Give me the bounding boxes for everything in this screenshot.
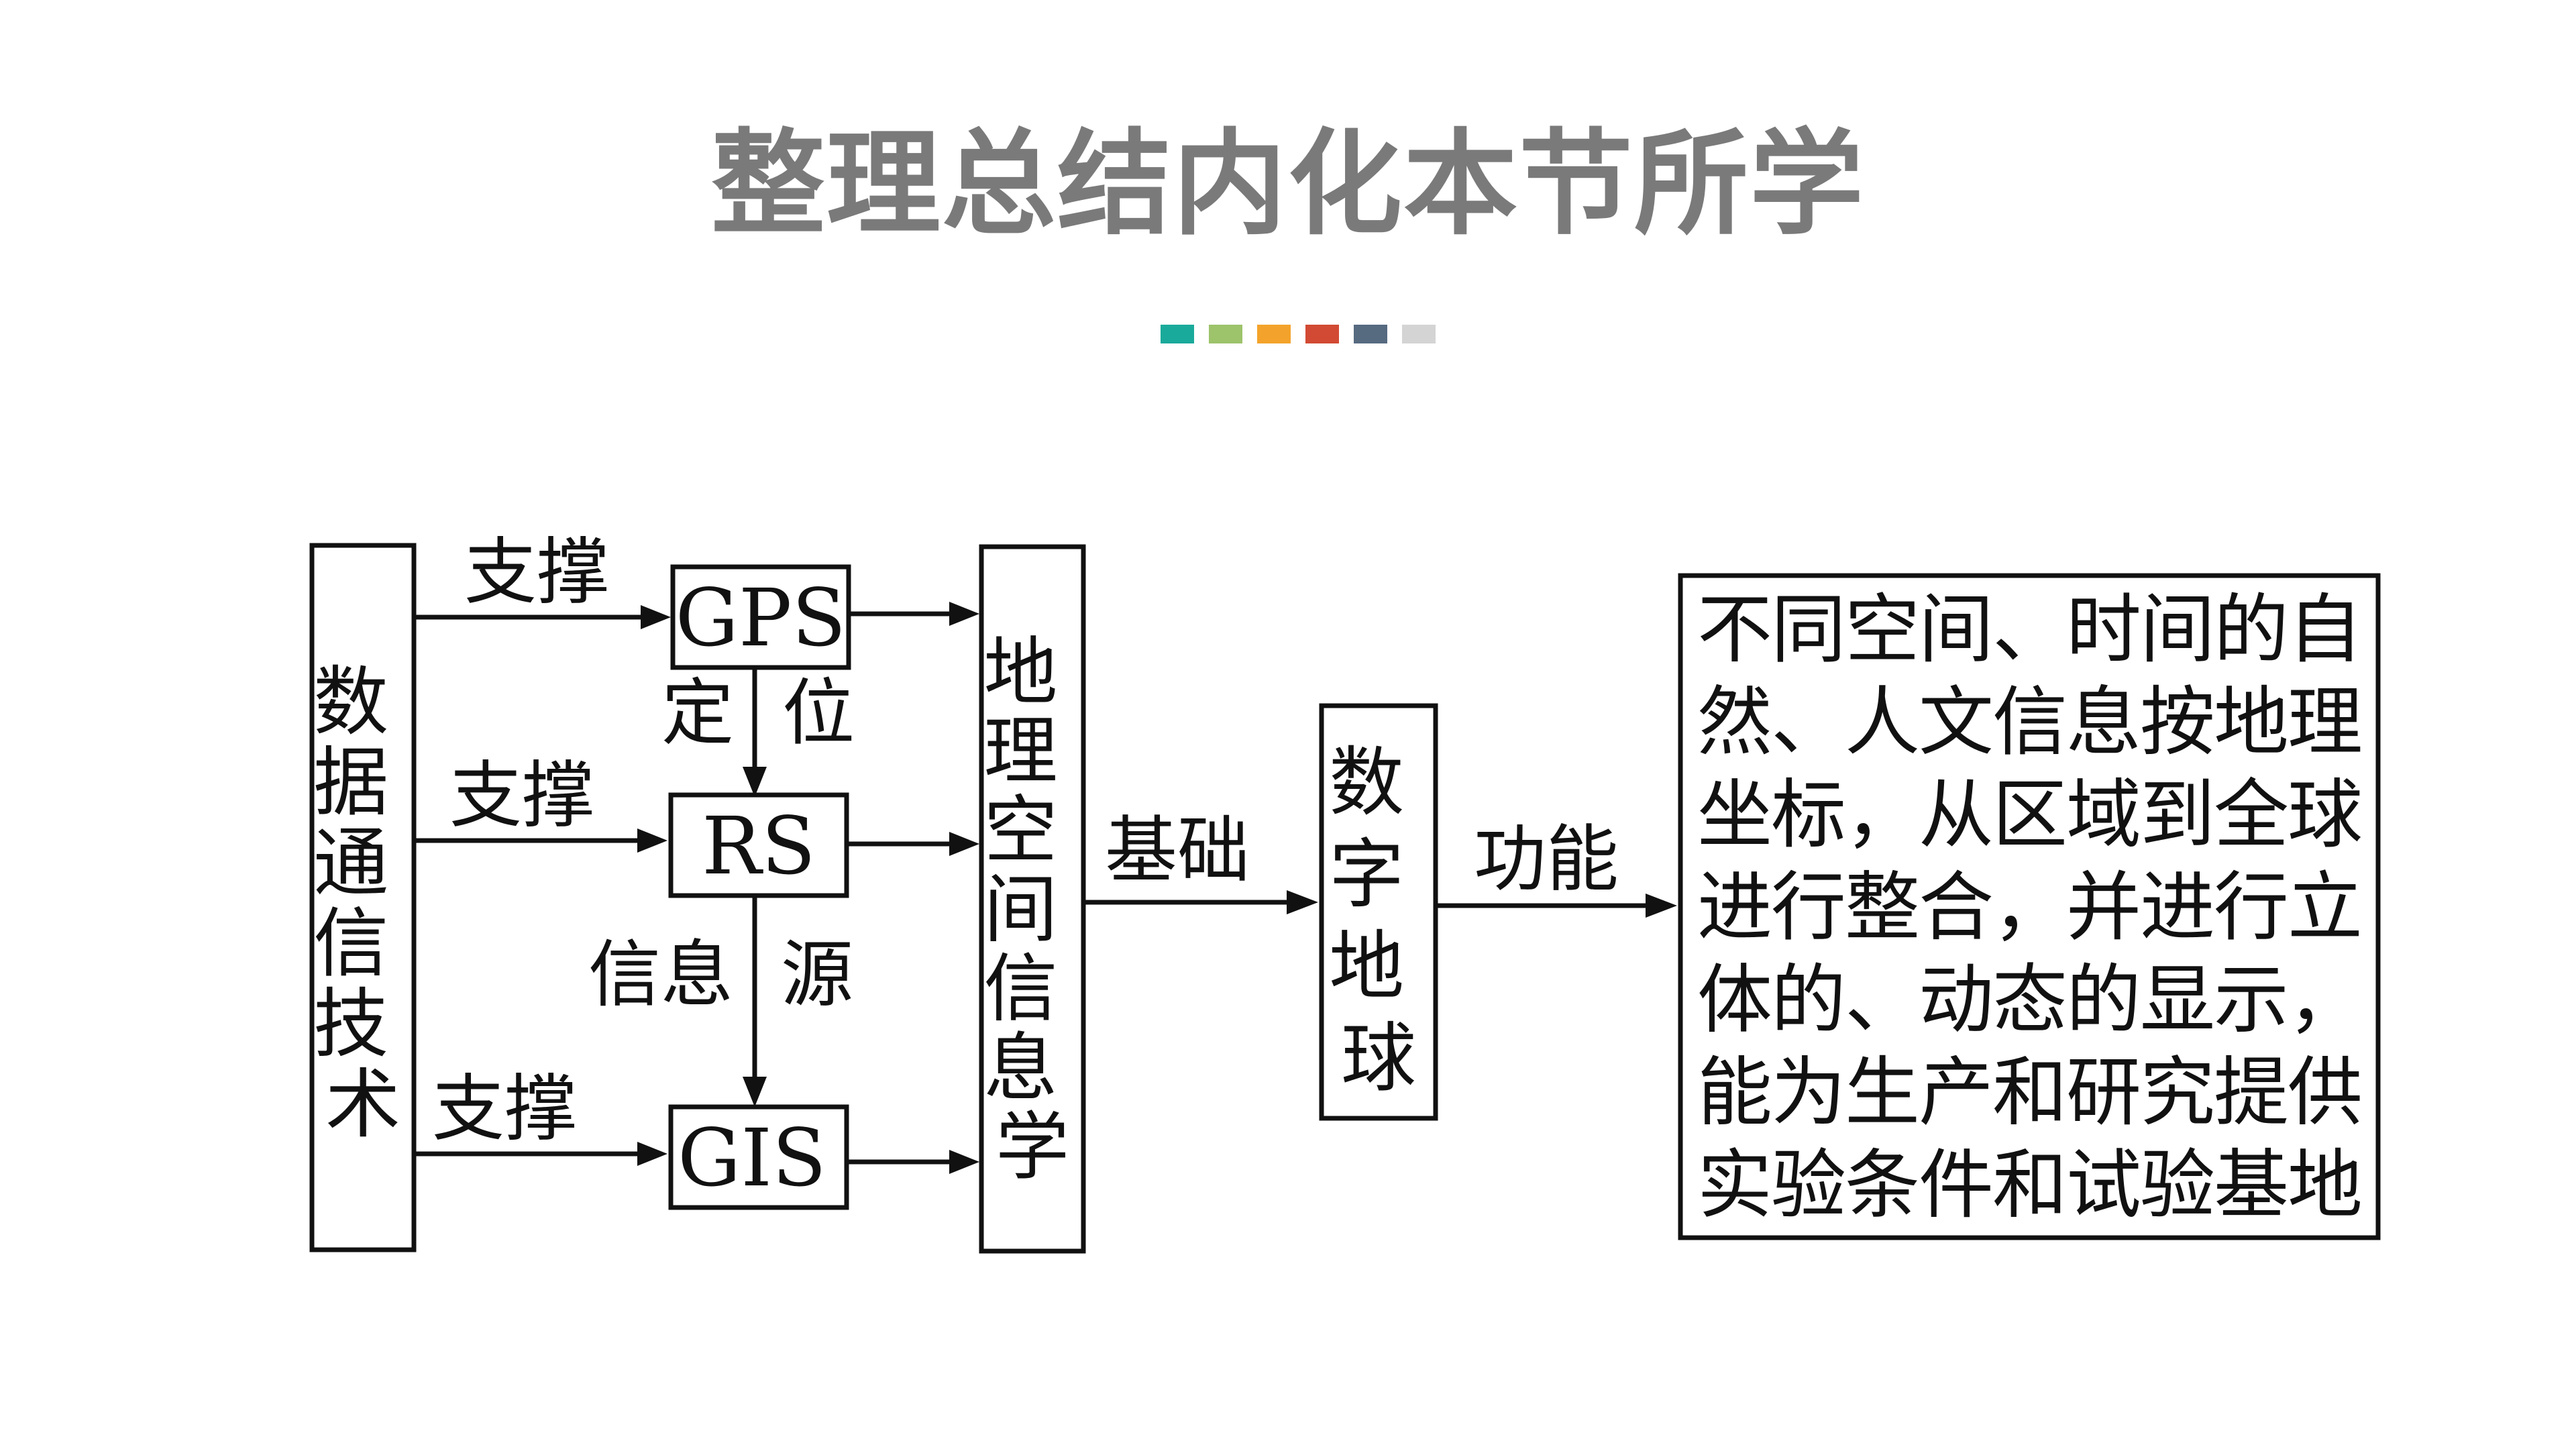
- digital-earth-char-2: 地: [1329, 923, 1404, 1010]
- color-swatch-bar: [1161, 325, 1436, 343]
- data-comm-box: [309, 543, 417, 1252]
- swatch-green: [1209, 325, 1242, 343]
- digital-earth-char-3: 球: [1341, 1015, 1416, 1102]
- positioning-label-1: 定: [661, 672, 734, 755]
- support-arrowhead-rs: [637, 828, 667, 853]
- gps-box: [670, 564, 851, 670]
- geo-info-char-3: 间: [984, 867, 1058, 953]
- support-label-rs: 支撑: [449, 754, 594, 838]
- data-comm-label: 数 据 通 信 技 术: [313, 659, 413, 1148]
- geo-info-char-5: 息: [984, 1025, 1058, 1111]
- support-label-gis: 支撑: [432, 1067, 577, 1151]
- data-comm-char-3: 信: [313, 900, 388, 987]
- digital-earth-char-1: 字: [1329, 831, 1404, 918]
- base-arrowhead: [1287, 890, 1318, 914]
- description-text: 不同空间、时间的自然、人文信息按地理坐标，从区域到全球进行整合，并进行立体的、动…: [1697, 586, 2363, 1229]
- gis-to-geo-arrowhead: [949, 1150, 979, 1174]
- swatch-gray: [1402, 325, 1436, 343]
- positioning-arrowhead: [743, 767, 767, 797]
- gps-label: GPS: [676, 572, 847, 664]
- data-comm-char-0: 数: [313, 659, 388, 746]
- geo-info-char-1: 理: [984, 708, 1058, 794]
- digital-earth-char-0: 数: [1329, 739, 1404, 826]
- data-comm-char-2: 通: [313, 820, 388, 907]
- rs-label: RS: [702, 800, 816, 892]
- page-title: 整理总结内化本节所学: [710, 118, 1865, 251]
- info-source-arrowhead: [743, 1077, 767, 1107]
- geo-info-box: [979, 544, 1086, 1254]
- digital-earth-label: 数 字 地 球: [1329, 739, 1428, 1102]
- data-comm-char-1: 据: [313, 739, 388, 826]
- data-comm-char-5: 术: [325, 1061, 400, 1148]
- gis-box: [668, 1104, 849, 1210]
- digital-earth-box: [1319, 703, 1438, 1121]
- swatch-slate: [1354, 325, 1387, 343]
- base-label: 基础: [1105, 809, 1250, 893]
- geo-info-char-6: 学: [996, 1104, 1069, 1190]
- swatch-red: [1305, 325, 1339, 343]
- description-box: [1678, 573, 2381, 1240]
- function-arrowhead: [1646, 894, 1677, 918]
- support-arrowhead-gis: [637, 1142, 667, 1166]
- positioning-label-2: 位: [782, 672, 855, 755]
- support-arrowhead-gps: [641, 605, 671, 629]
- geo-info-char-0: 地: [984, 629, 1058, 715]
- geo-info-label: 地 理 空 间 信 息 学: [984, 629, 1081, 1190]
- rs-to-geo-arrowhead: [949, 832, 979, 856]
- info-label-1: 信息: [588, 933, 733, 1017]
- data-comm-char-4: 技: [313, 981, 388, 1068]
- function-label: 功能: [1474, 818, 1619, 902]
- support-label-gps: 支撑: [464, 531, 609, 614]
- info-label-2: 源: [781, 933, 853, 1017]
- swatch-orange: [1257, 325, 1291, 343]
- gis-label: GIS: [678, 1112, 826, 1204]
- swatch-teal: [1161, 325, 1194, 343]
- geo-info-char-4: 信: [984, 946, 1058, 1032]
- geo-info-char-2: 空: [984, 788, 1058, 873]
- gps-to-geo-arrowhead: [949, 602, 979, 626]
